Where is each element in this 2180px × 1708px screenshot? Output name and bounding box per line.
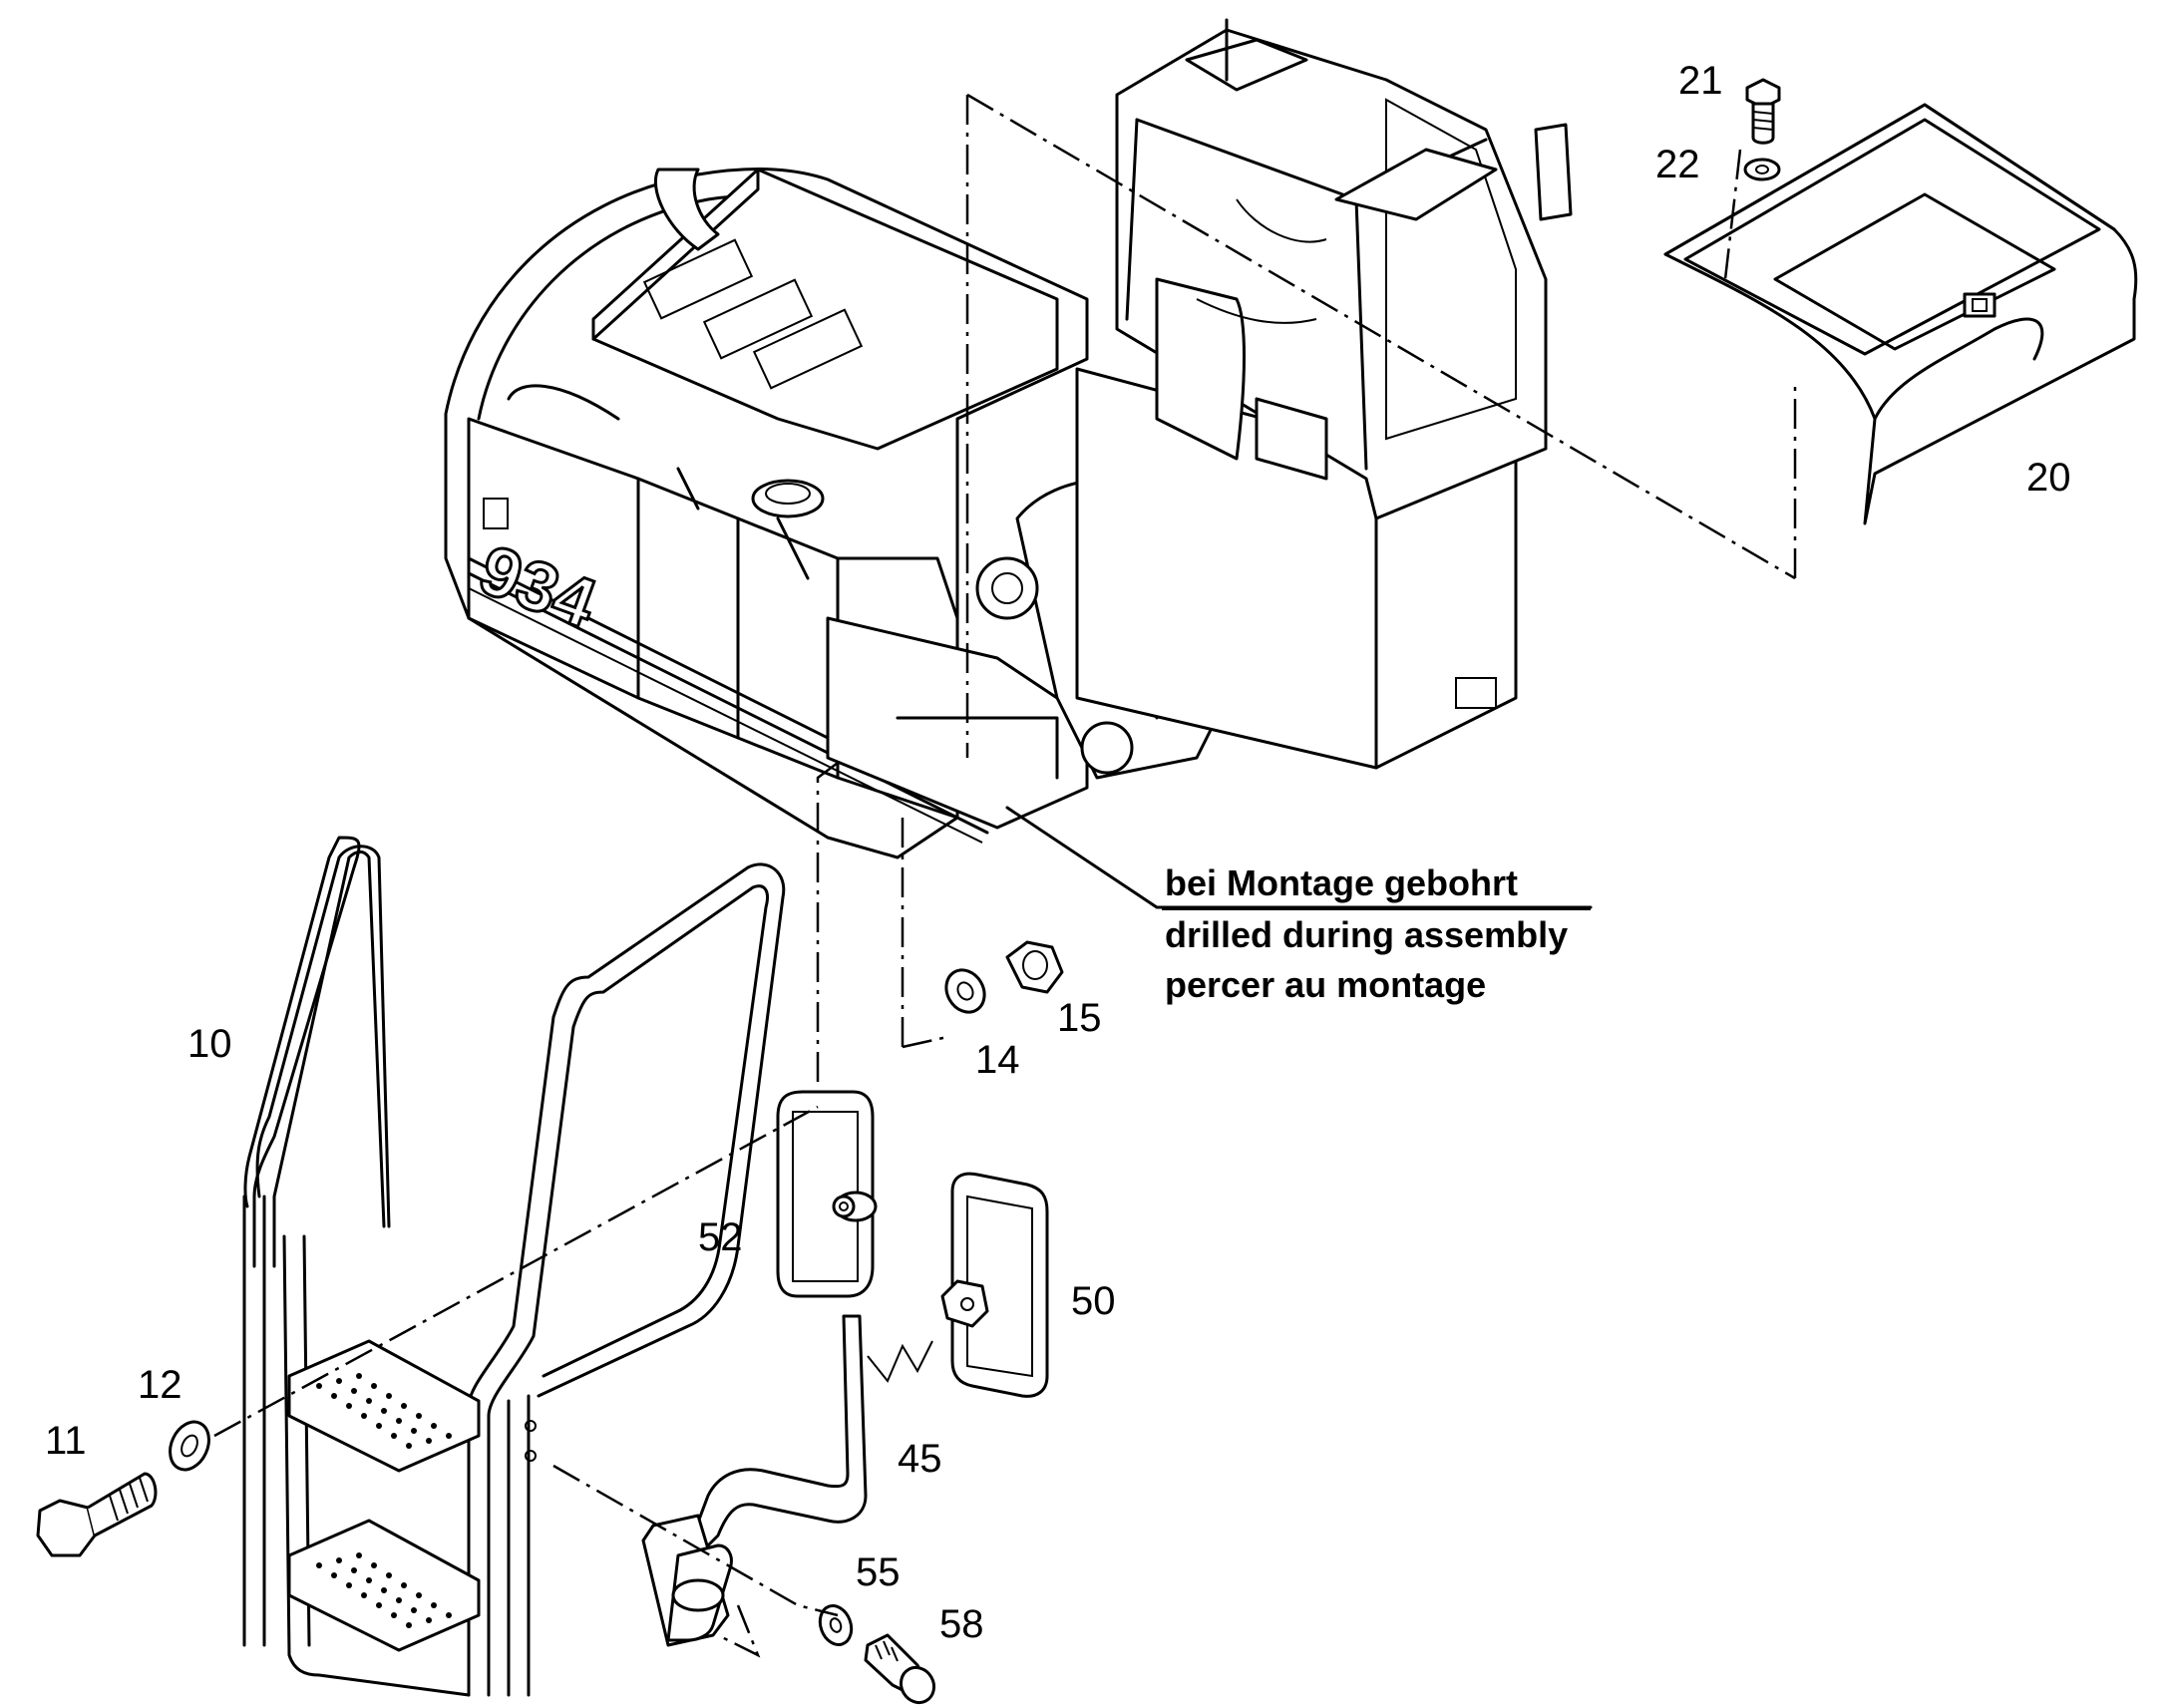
screw-58	[864, 1633, 936, 1705]
mirror-52	[776, 1090, 878, 1298]
ladder-10	[242, 836, 786, 1697]
note-leader	[1005, 806, 1593, 910]
assembly-note: bei Montage gebohrt drilled during assem…	[1165, 862, 1568, 1005]
bolt-11	[36, 1472, 158, 1557]
label-part-15: 15	[1057, 996, 1102, 1040]
label-part-12: 12	[138, 1363, 182, 1407]
bolt-21	[1745, 78, 1781, 145]
mirror-50	[940, 1172, 1049, 1398]
assembly-lines	[213, 93, 1797, 1658]
label-part-21: 21	[1678, 59, 1723, 103]
label-part-58: 58	[939, 1602, 984, 1646]
label-part-14: 14	[975, 1038, 1020, 1082]
label-part-52: 52	[698, 1215, 743, 1259]
label-part-11: 11	[45, 1419, 87, 1463]
note-line-german: bei Montage gebohrt	[1165, 862, 1518, 903]
label-part-22: 22	[1655, 143, 1700, 186]
excavator-body: 934	[444, 18, 1573, 859]
step-perforation	[316, 1373, 452, 1628]
washer-55	[818, 1604, 854, 1646]
mirror-arm-45	[641, 1314, 933, 1647]
note-line-english: drilled during assembly	[1165, 914, 1568, 955]
label-part-50: 50	[1071, 1279, 1116, 1323]
cover-panel-20	[1663, 103, 2138, 525]
label-part-45: 45	[898, 1437, 942, 1481]
grille-vents	[642, 238, 864, 390]
nut-15	[1005, 940, 1064, 994]
washer-22	[1743, 158, 1781, 181]
label-part-10: 10	[187, 1022, 232, 1066]
washer-14	[944, 968, 986, 1014]
label-part-20: 20	[2026, 456, 2071, 500]
label-part-55: 55	[856, 1550, 901, 1594]
washer-12	[169, 1420, 210, 1472]
note-line-french: percer au montage	[1165, 964, 1486, 1005]
